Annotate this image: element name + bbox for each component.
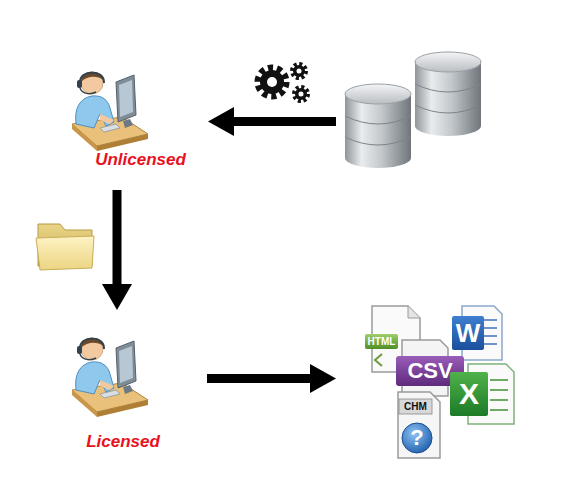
flow-arrow <box>207 364 336 393</box>
word-file-icon <box>452 306 502 360</box>
operator-node: Licensed <box>68 312 178 457</box>
file-type-label: HTML <box>365 337 398 347</box>
gears-icon <box>258 64 308 101</box>
node-label: Licensed <box>68 432 178 452</box>
file-type-label: X <box>450 379 488 409</box>
chm-file-icon <box>398 392 440 458</box>
arrow-shaft <box>113 190 122 286</box>
file-type-label: W <box>452 320 484 346</box>
operator-node: Unlicensed <box>68 60 213 188</box>
file-type-label: CSV <box>396 360 464 382</box>
database-icon <box>345 84 411 168</box>
flow-arrow <box>208 107 336 136</box>
node-label: Unlicensed <box>68 150 213 170</box>
excel-file-icon <box>450 364 514 424</box>
operator-icon <box>72 338 148 417</box>
database-icon <box>415 52 481 136</box>
file-type-label: ? <box>402 427 432 449</box>
flow-arrow <box>102 190 132 310</box>
operator-icon <box>72 72 148 151</box>
arrow-head <box>102 284 132 310</box>
folder-icon <box>36 224 94 270</box>
file-type-label: CHM <box>399 402 432 412</box>
